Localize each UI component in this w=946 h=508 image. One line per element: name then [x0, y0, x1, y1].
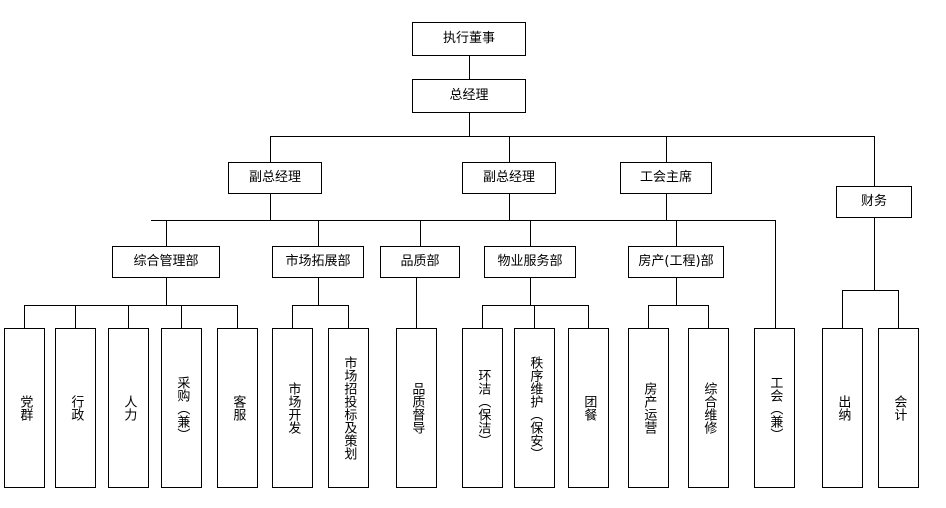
drop-leaf-admin: [75, 305, 76, 328]
node-label: 人力: [121, 395, 137, 421]
node-label: 工会（兼）: [767, 375, 783, 441]
node-label: 品质督导: [409, 382, 425, 434]
bus-finance: [842, 290, 899, 291]
node-leaf-cashier[interactable]: 出纳: [822, 328, 863, 488]
node-leaf-human-resources[interactable]: 人力: [108, 328, 149, 488]
node-label: 采购（兼）: [174, 375, 190, 441]
drop-leaf-service: [237, 305, 238, 328]
drop-leaf-mkt-dev: [292, 305, 293, 328]
node-dept-quality[interactable]: 品质部: [380, 246, 460, 278]
node-label: 行政: [68, 395, 84, 421]
node-dept-property-service[interactable]: 物业服务部: [484, 246, 576, 278]
node-label: 出纳: [835, 395, 851, 421]
node-label: 会计: [891, 395, 907, 421]
node-label: 副总经理: [482, 169, 535, 185]
node-label: 执行董事: [442, 30, 495, 46]
connector-property-down: [530, 278, 531, 305]
node-general-manager[interactable]: 总经理: [412, 79, 526, 113]
drop-leaf-catering: [588, 305, 589, 328]
drop-dept-realestate: [676, 220, 677, 246]
node-leaf-comprehensive-maintenance[interactable]: 综合维修: [688, 328, 729, 488]
drop-union-chairman: [666, 136, 667, 162]
connector-finance-down: [874, 218, 875, 290]
node-label: 市场拓展部: [285, 253, 351, 269]
node-label: 综合维修: [701, 382, 717, 434]
connector-admin-down: [166, 278, 167, 305]
bus-realestate: [648, 305, 709, 306]
node-leaf-customer-service[interactable]: 客服: [217, 328, 258, 488]
node-union-chairman[interactable]: 工会主席: [620, 162, 712, 194]
drop-leaf-mkt-bid: [348, 305, 349, 328]
drop-dept-quality: [420, 220, 421, 246]
node-label: 品质部: [400, 253, 440, 269]
node-label: 环洁（保洁）: [475, 369, 491, 447]
node-label: 客服: [230, 395, 246, 421]
node-label: 团餐: [581, 395, 597, 421]
node-label: 物业服务部: [497, 253, 563, 269]
connector-gm-down: [469, 113, 470, 136]
node-label: 副总经理: [248, 169, 301, 185]
node-label: 工会主席: [639, 169, 692, 185]
node-leaf-market-development[interactable]: 市场开发: [272, 328, 313, 488]
connector-market-down: [318, 278, 319, 305]
node-leaf-procurement[interactable]: 采购（兼）: [161, 328, 202, 488]
node-leaf-administration[interactable]: 行政: [55, 328, 96, 488]
drop-leaf-purchase: [181, 305, 182, 328]
node-label: 秩序维护（保安）: [527, 356, 543, 460]
connector-deputy2-down: [509, 194, 510, 220]
connector-deputy1-down: [270, 194, 271, 220]
node-label: 市场招投标及策划: [341, 356, 357, 460]
drop-leaf-re-ops: [648, 305, 649, 328]
drop-leaf-accountant: [898, 290, 899, 328]
node-deputy-general-manager-2[interactable]: 副总经理: [462, 162, 556, 194]
node-finance[interactable]: 财务: [836, 186, 912, 218]
node-leaf-order-maintenance-security[interactable]: 秩序维护（保安）: [514, 328, 555, 488]
node-label: 房产(工程)部: [638, 253, 714, 269]
bus-market: [292, 305, 349, 306]
drop-leaf-cashier: [842, 290, 843, 328]
node-label: 党群: [17, 395, 33, 421]
bus-level2: [270, 136, 875, 137]
node-label: 房产运营: [641, 382, 657, 434]
node-leaf-cleaning[interactable]: 环洁（保洁）: [462, 328, 503, 488]
drop-leaf-clean: [482, 305, 483, 328]
node-label: 总经理: [449, 87, 489, 103]
node-leaf-real-estate-operations[interactable]: 房产运营: [628, 328, 669, 488]
node-dept-market-development[interactable]: 市场拓展部: [272, 246, 364, 278]
bus-level3: [151, 220, 776, 221]
bus-property: [482, 305, 589, 306]
drop-dept-property: [530, 220, 531, 246]
drop-leaf-union: [775, 220, 776, 328]
drop-leaf-party: [24, 305, 25, 328]
node-dept-comprehensive-management[interactable]: 综合管理部: [112, 246, 220, 278]
connector-quality-down: [416, 278, 417, 328]
drop-leaf-security: [534, 305, 535, 328]
node-leaf-group-catering[interactable]: 团餐: [568, 328, 609, 488]
drop-deputy-gm-1: [270, 136, 271, 162]
node-label: 财务: [860, 193, 887, 209]
bus-admin: [24, 305, 238, 306]
node-leaf-market-bidding-planning[interactable]: 市场招投标及策划: [328, 328, 369, 488]
node-label: 综合管理部: [133, 253, 199, 269]
drop-deputy-gm-2: [509, 136, 510, 162]
drop-finance: [874, 136, 875, 186]
node-deputy-general-manager-1[interactable]: 副总经理: [228, 162, 322, 194]
node-leaf-accountant[interactable]: 会计: [878, 328, 919, 488]
drop-leaf-hr: [128, 305, 129, 328]
node-executive-director[interactable]: 执行董事: [412, 22, 526, 56]
drop-dept-market: [318, 220, 319, 246]
node-leaf-party-affairs[interactable]: 党群: [4, 328, 45, 488]
connector-union-chairman-down: [666, 194, 667, 220]
node-label: 市场开发: [285, 382, 301, 434]
node-leaf-labor-union[interactable]: 工会（兼）: [754, 328, 795, 488]
node-dept-real-estate-engineering[interactable]: 房产(工程)部: [628, 246, 724, 278]
connector-realestate-down: [676, 278, 677, 305]
drop-leaf-maintenance: [708, 305, 709, 328]
drop-dept-admin: [166, 220, 167, 246]
node-leaf-quality-supervision[interactable]: 品质督导: [396, 328, 437, 488]
connector-exec-to-gm: [469, 56, 470, 79]
